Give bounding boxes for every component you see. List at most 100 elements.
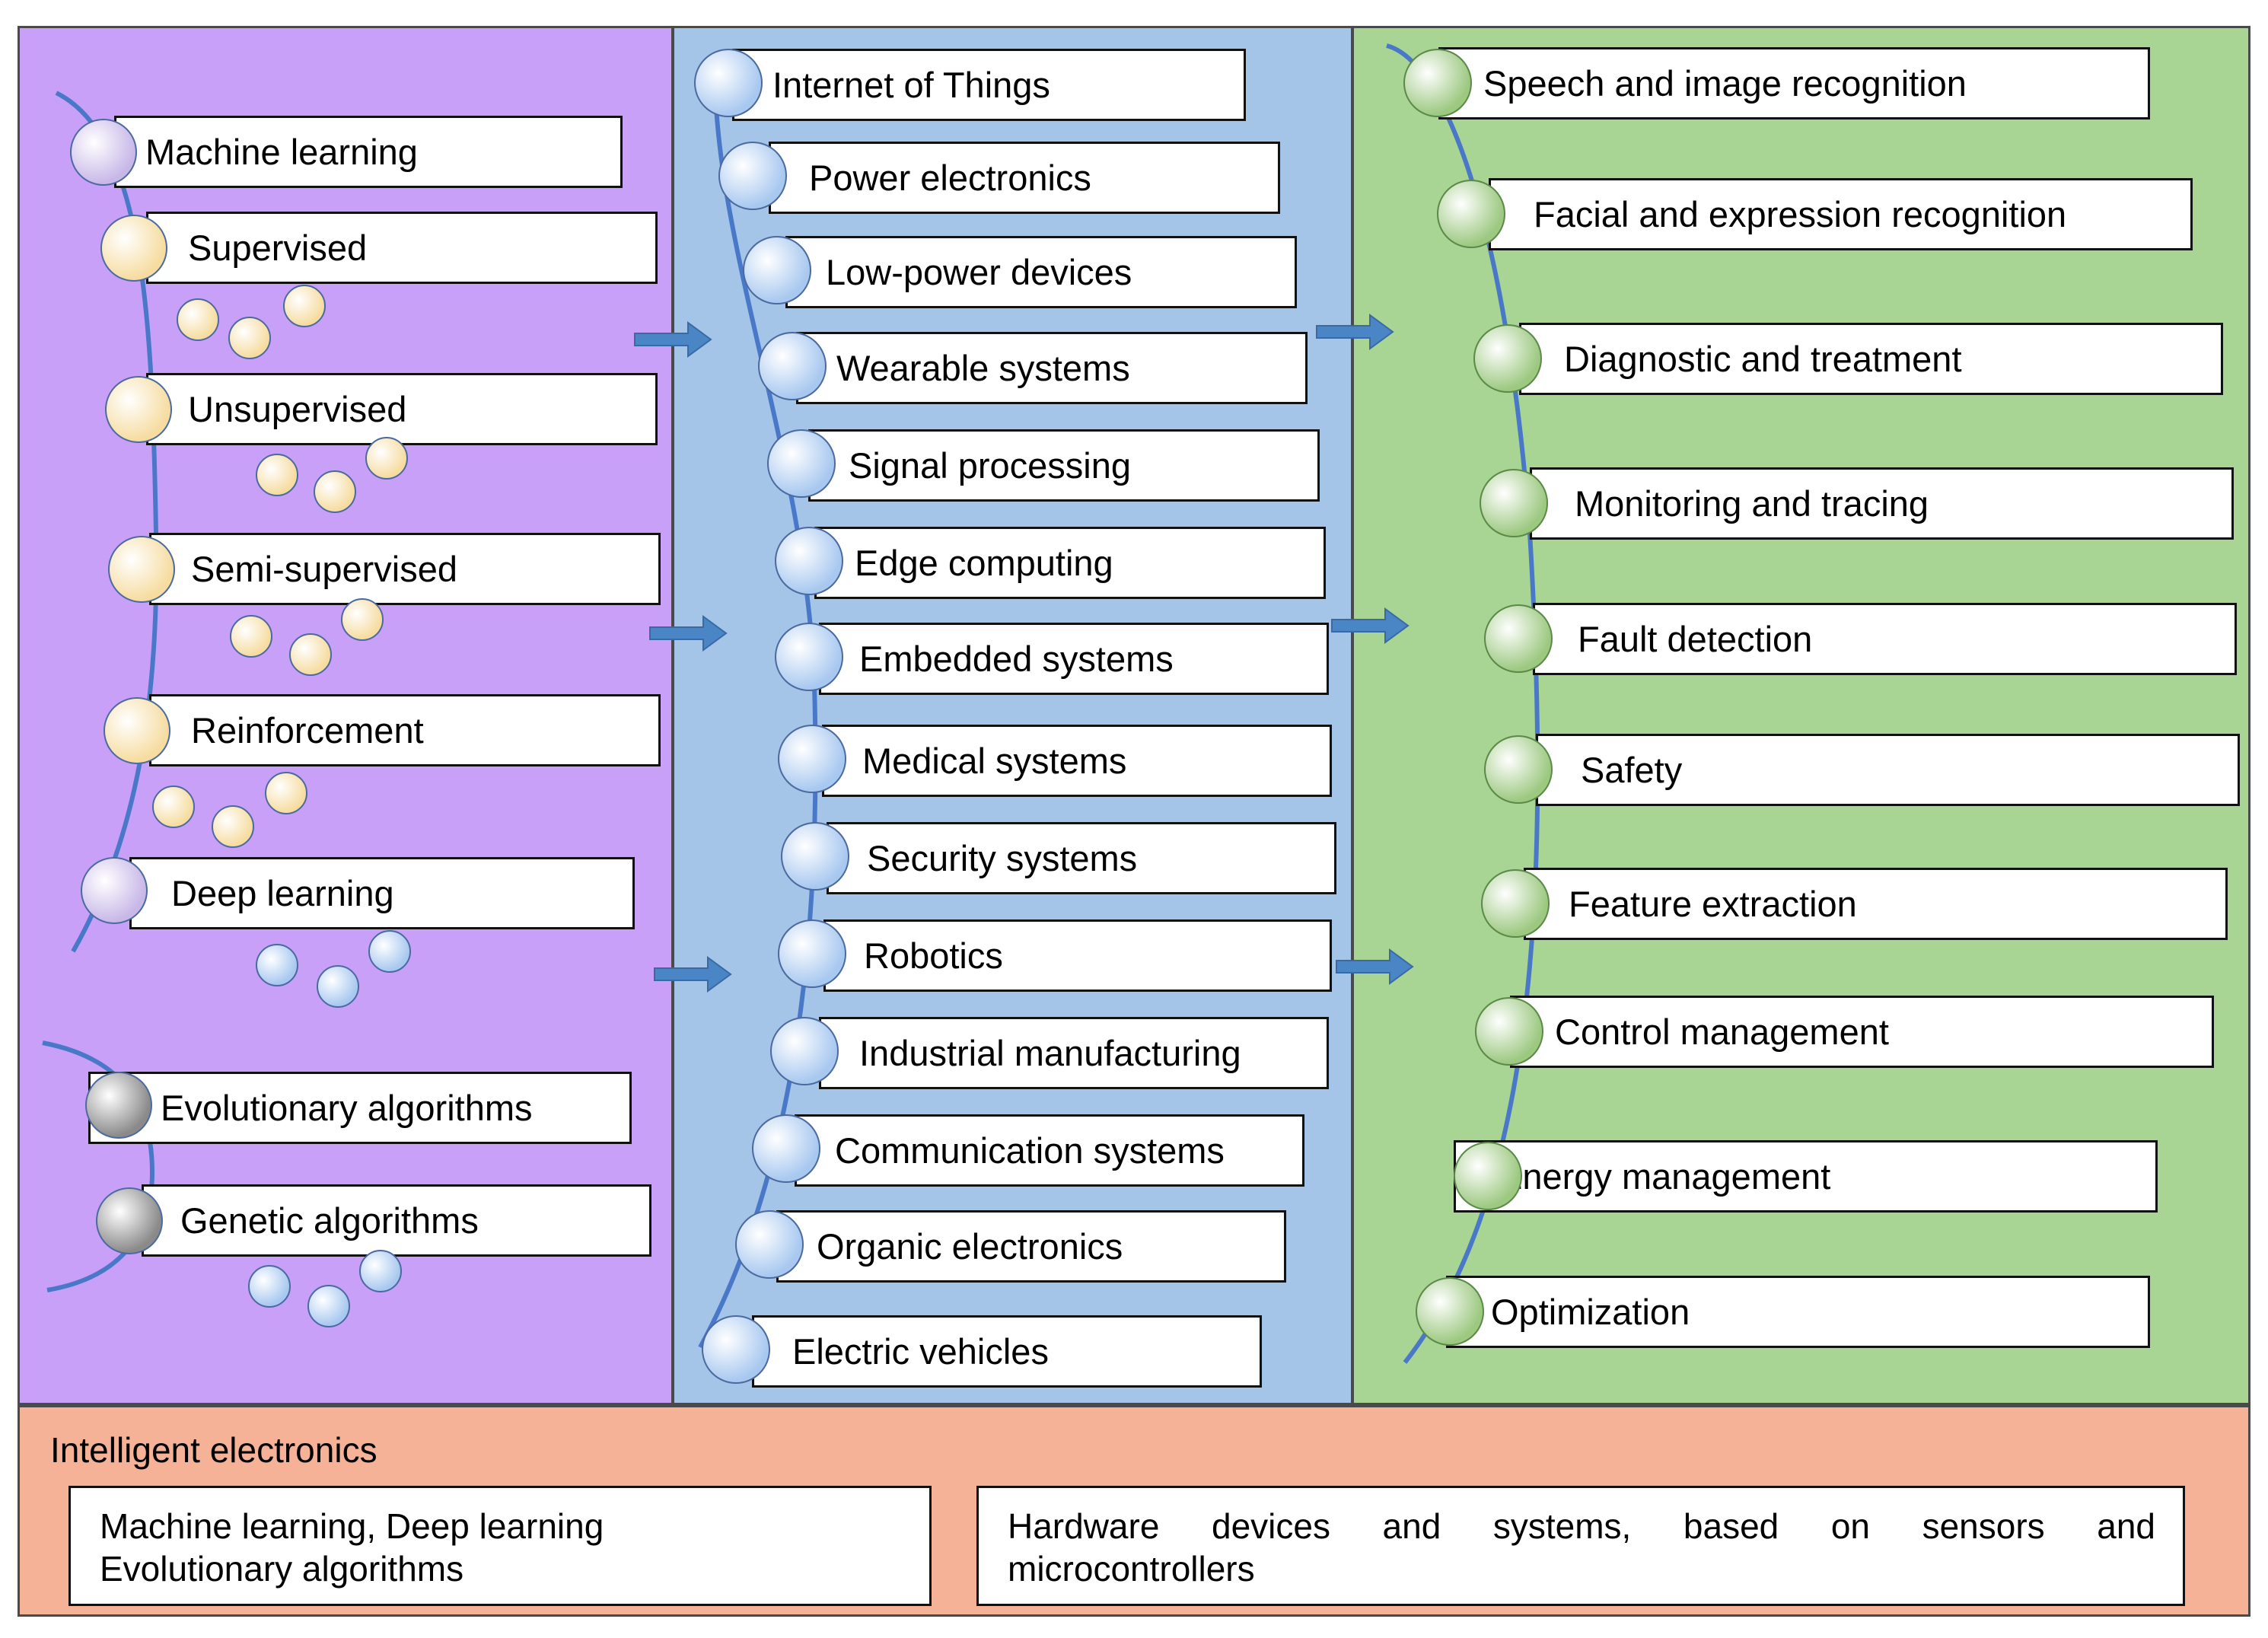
hardware-item-label: Signal processing bbox=[849, 445, 1131, 486]
software-summary-line-1: Machine learning, Deep learning bbox=[100, 1506, 604, 1546]
ml-item-dot bbox=[212, 805, 254, 848]
application-item-label: Feature extraction bbox=[1569, 884, 1857, 924]
bottom-panel-title: Intelligent electronics bbox=[50, 1430, 377, 1470]
ml-item-box: Supervised bbox=[146, 212, 658, 284]
ml-item-node bbox=[108, 536, 175, 603]
ml-item-dot bbox=[230, 615, 272, 658]
application-item-box: Control management bbox=[1510, 996, 2214, 1068]
evolutionary-connector-curve bbox=[42, 1040, 155, 1292]
ml-item-node bbox=[81, 857, 148, 924]
ml-item-dot bbox=[314, 470, 356, 513]
hardware-item-box: Electric vehicles bbox=[752, 1315, 1262, 1388]
application-item-box: Monitoring and tracing bbox=[1530, 467, 2234, 540]
hardware-item-node bbox=[694, 49, 763, 117]
application-item-box: Fault detection bbox=[1533, 603, 2237, 675]
hardware-item-label: Low-power devices bbox=[826, 252, 1132, 292]
hardware-item-node bbox=[752, 1114, 820, 1183]
application-item-label: Monitoring and tracing bbox=[1575, 483, 1929, 524]
hardware-item-node bbox=[778, 919, 846, 988]
ml-item-label: Machine learning bbox=[145, 132, 418, 172]
hardware-item-box: Signal processing bbox=[808, 429, 1320, 502]
hardware-summary-box: Hardware devices and systems, based on s… bbox=[976, 1486, 2185, 1606]
ml-item-box: Evolutionary algorithms bbox=[88, 1072, 632, 1144]
hardware-summary-word: devices bbox=[1212, 1506, 1330, 1546]
application-item-node bbox=[1484, 604, 1553, 673]
hardware-summary-word: on bbox=[1830, 1506, 1871, 1546]
ml-item-label: Unsupervised bbox=[188, 389, 407, 429]
hardware-summary-word: and bbox=[2097, 1506, 2155, 1546]
application-item-node bbox=[1454, 1142, 1522, 1210]
ml-item-dot bbox=[228, 317, 271, 359]
application-item-node bbox=[1475, 997, 1543, 1066]
ml-item-label: Reinforcement bbox=[191, 710, 424, 750]
hardware-summary-word: Hardware bbox=[1008, 1506, 1160, 1546]
application-item-node bbox=[1473, 324, 1542, 393]
ml-item-dot bbox=[341, 598, 384, 641]
application-item-node bbox=[1484, 735, 1553, 804]
application-item-label: Speech and image recognition bbox=[1483, 63, 1967, 104]
hardware-item-box: Internet of Things bbox=[732, 49, 1246, 121]
ml-item-dot bbox=[359, 1250, 402, 1292]
hardware-item-label: Internet of Things bbox=[772, 65, 1050, 105]
hardware-item-label: Medical systems bbox=[862, 741, 1127, 781]
hardware-summary-word: systems, bbox=[1492, 1506, 1632, 1546]
hardware-item-node bbox=[775, 623, 843, 691]
hardware-item-node bbox=[702, 1315, 770, 1384]
ml-item-box: Semi-supervised bbox=[149, 533, 661, 605]
hardware-summary-line-2: microcontrollers bbox=[1008, 1549, 1255, 1589]
hardware-summary-word: and bbox=[1382, 1506, 1441, 1546]
ml-item-box: Deep learning bbox=[129, 857, 635, 929]
hardware-summary-word: sensors bbox=[1922, 1506, 2045, 1546]
ml-item-dot bbox=[289, 633, 332, 676]
hardware-item-label: Wearable systems bbox=[836, 348, 1130, 388]
hardware-item-box: Wearable systems bbox=[796, 332, 1308, 404]
ml-item-label: Evolutionary algorithms bbox=[161, 1088, 533, 1128]
application-item-box: Optimization bbox=[1446, 1276, 2150, 1348]
application-item-label: Safety bbox=[1581, 750, 1683, 790]
application-item-box: Facial and expression recognition bbox=[1489, 178, 2193, 250]
hardware-item-box: Power electronics bbox=[769, 142, 1280, 214]
application-item-box: Safety bbox=[1536, 734, 2240, 806]
ml-item-dot bbox=[256, 944, 298, 986]
ml-item-dot bbox=[368, 930, 411, 973]
application-item-label: Facial and expression recognition bbox=[1534, 194, 2067, 234]
application-item-node bbox=[1480, 469, 1548, 537]
ml-to-hardware-arrow-2 bbox=[649, 615, 728, 652]
application-item-node bbox=[1403, 49, 1472, 117]
application-item-node bbox=[1416, 1277, 1484, 1346]
hardware-item-box: Robotics bbox=[823, 919, 1332, 992]
ml-item-node bbox=[96, 1187, 163, 1254]
ml-item-box: Reinforcement bbox=[149, 694, 661, 766]
hardware-item-box: Low-power devices bbox=[785, 236, 1297, 308]
hardware-item-node bbox=[770, 1017, 839, 1085]
ml-item-dot bbox=[365, 437, 408, 480]
hardware-item-box: Medical systems bbox=[822, 725, 1332, 797]
hardware-item-node bbox=[775, 527, 843, 595]
ml-item-label: Semi-supervised bbox=[191, 549, 458, 589]
software-summary-line-2: Evolutionary algorithms bbox=[100, 1549, 464, 1589]
application-item-label: Diagnostic and treatment bbox=[1564, 339, 1962, 379]
application-item-label: Control management bbox=[1555, 1012, 1889, 1052]
hardware-item-label: Security systems bbox=[867, 838, 1138, 878]
hardware-item-box: Embedded systems bbox=[819, 623, 1329, 695]
application-item-node bbox=[1481, 869, 1550, 938]
hardware-item-box: Organic electronics bbox=[776, 1210, 1286, 1283]
hardware-item-label: Organic electronics bbox=[817, 1226, 1123, 1267]
ml-item-dot bbox=[177, 298, 219, 341]
hardware-summary-word: based bbox=[1683, 1506, 1779, 1546]
hardware-item-box: Communication systems bbox=[795, 1114, 1304, 1187]
application-item-box: Feature extraction bbox=[1524, 868, 2228, 940]
application-item-box: Energy management bbox=[1454, 1140, 2158, 1213]
ml-item-node bbox=[70, 119, 137, 186]
ml-item-box: Machine learning bbox=[114, 116, 623, 188]
ml-item-node bbox=[100, 215, 167, 282]
ml-item-node bbox=[104, 697, 170, 764]
hardware-to-applications-arrow-3 bbox=[1336, 948, 1414, 985]
hardware-item-node bbox=[743, 236, 811, 304]
ml-item-dot bbox=[317, 965, 359, 1008]
application-item-box: Diagnostic and treatment bbox=[1519, 323, 2223, 395]
ml-item-label: Genetic algorithms bbox=[180, 1200, 479, 1241]
ml-item-dot bbox=[152, 786, 195, 828]
application-item-label: Energy management bbox=[1499, 1156, 1831, 1197]
hardware-to-applications-arrow-2 bbox=[1331, 607, 1410, 644]
